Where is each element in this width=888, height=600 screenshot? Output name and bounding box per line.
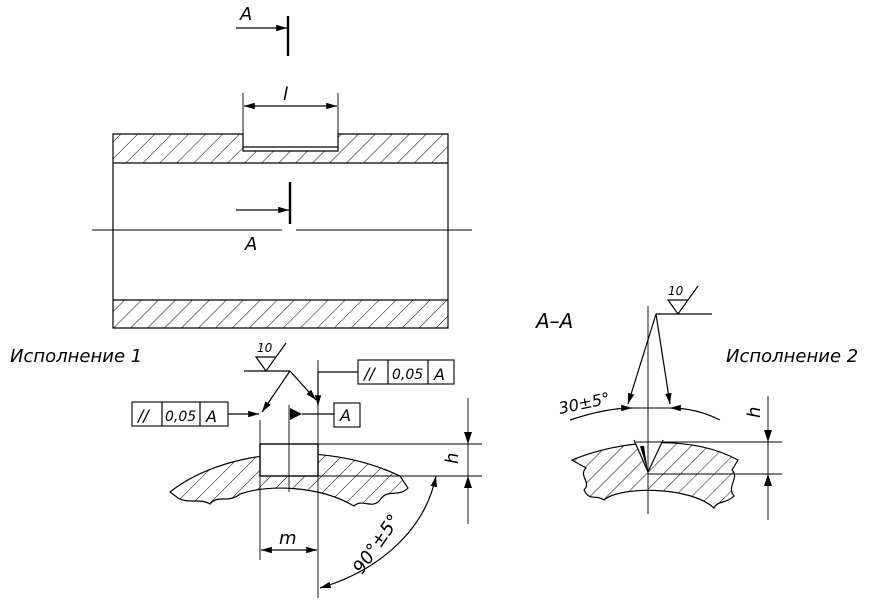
roughness-symbol-1: 10 (244, 341, 317, 413)
variant2-cross-section: h 30±5° (557, 306, 782, 520)
angle2-label: 30±5° (557, 389, 612, 418)
dimension-l: l (242, 84, 339, 134)
tolerance-frame-right: // 0,05 A (314, 359, 455, 406)
roughness2-label: 10 (668, 284, 684, 298)
tube-longitudinal-view: A (92, 133, 472, 329)
view-mark-label: A (239, 4, 252, 25)
roughness-symbol-2: 10 (627, 284, 712, 405)
tol-right-value: 0,05 (392, 367, 423, 383)
variant2-title: Исполнение 2 (726, 346, 858, 367)
tol-left-symbol: // (136, 406, 150, 425)
dim-h1-label: h (442, 453, 463, 464)
tol-right-symbol: // (362, 364, 376, 383)
variant1-title: Исполнение 1 (10, 346, 142, 367)
dim-m-label: m (279, 528, 297, 549)
dim-l-label: l (283, 84, 288, 105)
roughness1-label: 10 (257, 341, 273, 355)
datum-box: A (290, 402, 361, 428)
datum-box-label: A (339, 406, 351, 425)
tol-left-datum: A (205, 407, 217, 426)
section-mark-label: A (244, 234, 257, 255)
variant1-cross-section: h m 90°±5° (169, 360, 482, 598)
section-title: A–A (534, 309, 573, 333)
angle1-label: 90°±5° (349, 511, 405, 578)
dim-h2-label: h (744, 407, 765, 418)
tolerance-frame-left: // 0,05 A (131, 401, 259, 427)
view-arrow-a: A (236, 4, 290, 56)
tol-right-datum: A (433, 365, 445, 384)
tol-left-value: 0,05 (165, 409, 196, 425)
